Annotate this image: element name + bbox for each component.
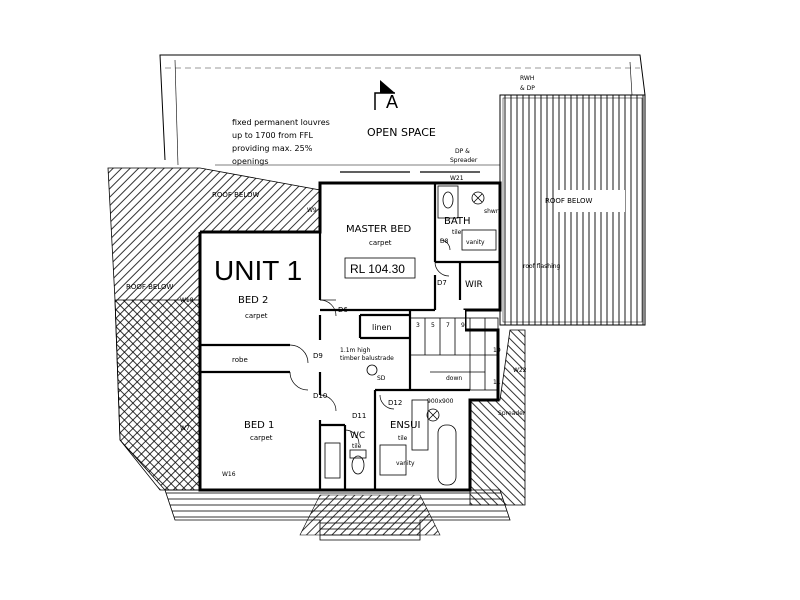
louvre-note-line: up to 1700 from FFL bbox=[232, 131, 314, 140]
level-box bbox=[344, 257, 416, 279]
interior-walls bbox=[200, 183, 500, 490]
roof-below-label: ROOF BELOW bbox=[212, 191, 260, 199]
room-name-wir: WIR bbox=[465, 280, 483, 290]
dp-spreader-label: DP & bbox=[455, 148, 470, 155]
open-space-area bbox=[159, 54, 646, 166]
shower-label: shwr bbox=[484, 208, 499, 215]
window-label: W18 bbox=[180, 297, 194, 304]
window-marks bbox=[215, 171, 480, 491]
stair-number: 5 bbox=[431, 322, 435, 329]
unit-title: UNIT 1 bbox=[214, 255, 302, 286]
door-swings bbox=[289, 239, 451, 445]
window-label: W7 bbox=[180, 425, 190, 432]
window-label: W22 bbox=[513, 367, 527, 374]
window-label: W9 bbox=[307, 207, 317, 214]
room-name-wc: WC bbox=[350, 431, 365, 441]
door-label: D9 bbox=[313, 352, 323, 360]
section-label: A bbox=[386, 92, 398, 112]
balustrade-note: 1.1m high bbox=[340, 347, 371, 354]
fixtures bbox=[324, 185, 497, 486]
roof-flashing-label: roof flashing bbox=[523, 263, 561, 270]
stair-number: 7 bbox=[446, 322, 450, 329]
dp-spreader-label: Spreader bbox=[450, 157, 478, 164]
roof-below-label: ROOF BELOW bbox=[545, 197, 593, 205]
stair-number: 9 bbox=[461, 322, 465, 329]
door-label: D11 bbox=[352, 412, 366, 420]
room-name-bed1: BED 1 bbox=[244, 420, 274, 431]
room-name-bed2: BED 2 bbox=[238, 295, 268, 306]
window-label: W16 bbox=[222, 471, 236, 478]
louvre-note-line: openings bbox=[232, 157, 269, 166]
dp-label: & DP bbox=[520, 85, 535, 92]
room-finish-wc: tile bbox=[352, 443, 362, 450]
room-finish-bed1: carpet bbox=[250, 434, 273, 442]
smoke-detector-label: SD bbox=[377, 375, 386, 382]
room-name-linen: linen bbox=[372, 323, 392, 332]
door-label: D8 bbox=[440, 238, 449, 245]
stair-number: 3 bbox=[416, 322, 420, 329]
door-label: D12 bbox=[388, 399, 402, 407]
vanity-label: vanity bbox=[466, 239, 485, 246]
stair-down-label: down bbox=[446, 375, 462, 382]
vanity-label: vanity bbox=[396, 460, 415, 467]
door-label: D7 bbox=[437, 279, 447, 287]
room-name-master-bed: MASTER BED bbox=[346, 224, 412, 235]
roof-below-label: ROOF BELOW bbox=[126, 283, 174, 291]
room-name-robe: robe bbox=[232, 356, 248, 364]
room-finish-bed2: carpet bbox=[245, 312, 268, 320]
open-space-label: OPEN SPACE bbox=[367, 126, 436, 139]
section-marker: A bbox=[374, 80, 398, 112]
louvre-note-line: fixed permanent louvres bbox=[232, 118, 330, 127]
spreader-label: Spreader bbox=[498, 410, 526, 417]
room-finish-bath: tile bbox=[452, 229, 462, 236]
rwh-label: RWH bbox=[520, 75, 534, 82]
roof-below-bottom bbox=[164, 489, 511, 541]
room-finish-ensuite: tile bbox=[398, 435, 408, 442]
room-name-bath: BATH bbox=[444, 216, 471, 227]
louvre-note: fixed permanent louvres up to 1700 from … bbox=[232, 118, 330, 166]
door-label: D10 bbox=[313, 392, 327, 400]
balustrade-note: timber balustrade bbox=[340, 355, 394, 362]
shower-size-label: 900x900 bbox=[427, 398, 454, 405]
level-label: RL 104.30 bbox=[350, 262, 405, 276]
room-finish-master-bed: carpet bbox=[369, 239, 392, 247]
window-label: W21 bbox=[450, 175, 464, 182]
louvre-note-line: providing max. 25% bbox=[232, 144, 313, 153]
stair-number: 10 bbox=[493, 347, 501, 354]
door-label: D6 bbox=[338, 306, 348, 314]
roof-below-right bbox=[499, 94, 646, 326]
room-fills bbox=[202, 185, 498, 488]
room-name-ensuite: ENSUI bbox=[390, 420, 420, 431]
stairs bbox=[409, 317, 499, 391]
stair-number: 11 bbox=[493, 379, 501, 386]
